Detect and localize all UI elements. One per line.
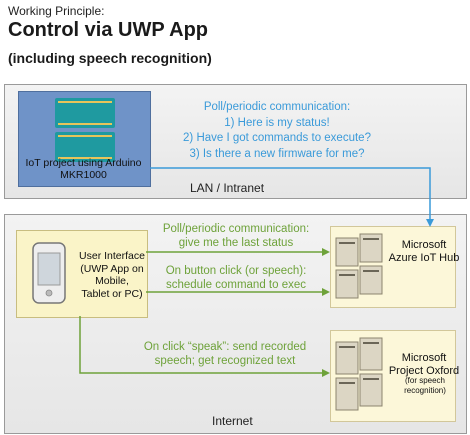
ui-caption-line: Mobile, bbox=[95, 275, 129, 287]
note-line: On click “speak”: send recorded bbox=[143, 341, 307, 353]
user-interface-node bbox=[16, 230, 148, 318]
azure-caption-line: Azure IoT Hub bbox=[388, 252, 460, 264]
note-line: Poll/periodic communication: bbox=[203, 101, 351, 113]
ui-caption-line: Tablet or PC) bbox=[81, 287, 143, 300]
server-icon bbox=[335, 337, 383, 411]
arduino-board-icon bbox=[55, 98, 115, 128]
note-line: 1) Here is my status! bbox=[224, 116, 330, 129]
project-oxford-note: (for speech recognition) bbox=[404, 376, 446, 395]
oxford-caption-line: Project Oxford bbox=[388, 365, 460, 377]
status-poll-note: Poll/periodic communication: give me the… bbox=[150, 222, 322, 250]
page-title: Control via UWP App bbox=[8, 19, 208, 41]
arduino-board-icon bbox=[55, 132, 115, 162]
oxford-caption-line: Microsoft bbox=[401, 352, 447, 364]
ui-caption-line: User Interface bbox=[79, 250, 145, 262]
header-subtitle-2: (including speech recognition) bbox=[8, 50, 212, 66]
command-note: On button click (or speech): schedule co… bbox=[150, 264, 322, 292]
note-line: 3) Is there a new firmware for me? bbox=[189, 147, 365, 160]
note-line: Poll/periodic communication: bbox=[162, 223, 310, 235]
speech-arrow bbox=[79, 316, 330, 377]
project-oxford-caption: Microsoft Project Oxford bbox=[384, 352, 464, 378]
ui-caption-line: (UWP App on bbox=[80, 262, 144, 275]
project-oxford-node bbox=[330, 330, 456, 422]
note-line: schedule command to exec bbox=[166, 279, 306, 291]
note-line: On button click (or speech): bbox=[165, 265, 307, 277]
server-icon bbox=[335, 233, 383, 299]
azure-caption-line: Microsoft bbox=[401, 239, 447, 251]
note-line: give me the last status bbox=[178, 237, 294, 249]
lan-communication-note: Poll/periodic communication: 1) Here is … bbox=[158, 100, 396, 166]
arduino-caption: IoT project using Arduino MKR1000 bbox=[25, 157, 142, 181]
smartphone-icon bbox=[32, 242, 66, 304]
note-line: speech; get recognized text bbox=[154, 355, 296, 367]
internet-zone-label: Internet bbox=[212, 414, 253, 428]
speech-note: On click “speak”: send recorded speech; … bbox=[130, 340, 320, 368]
user-interface-caption: User Interface (UWP App on Mobile, Table… bbox=[74, 250, 150, 300]
lan-to-azure-arrow bbox=[150, 167, 434, 227]
header-subtitle: Working Principle: bbox=[8, 4, 105, 18]
arduino-node bbox=[18, 91, 151, 187]
azure-caption: Microsoft Azure IoT Hub bbox=[384, 239, 464, 265]
azure-iot-hub-node bbox=[330, 226, 456, 308]
note-line: 2) Have I got commands to execute? bbox=[183, 132, 371, 144]
lan-zone-label: LAN / Intranet bbox=[190, 181, 265, 195]
